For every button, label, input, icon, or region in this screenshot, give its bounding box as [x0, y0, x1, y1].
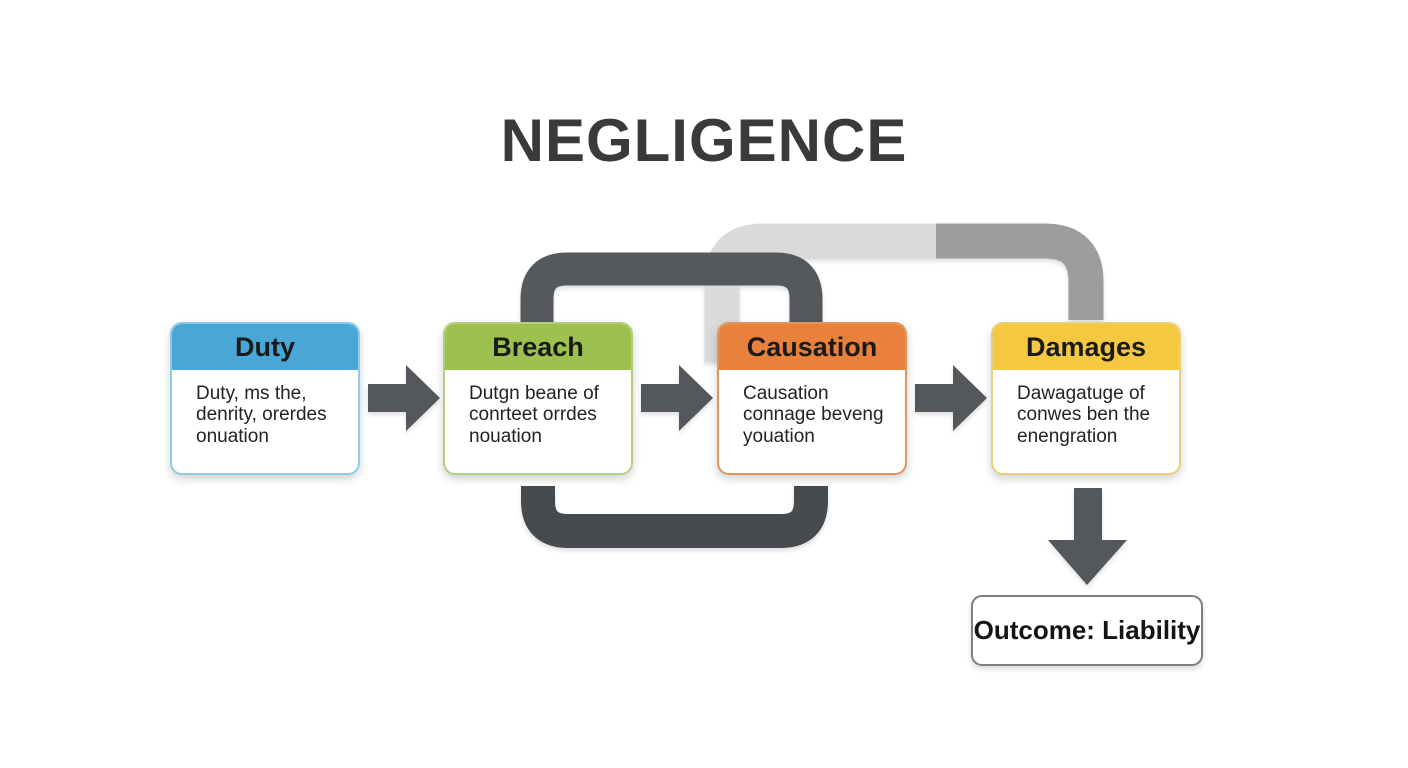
stage-body-causation: Causation connage beveng youation [743, 383, 884, 447]
stage-body-breach: Dutgn beane of conrteet orrdes nouation [469, 383, 599, 447]
stage-box-causation: Causation Causation connage beveng youat… [717, 322, 907, 475]
loop-top-medium-segment [936, 223, 1104, 320]
stage-header-breach: Breach [445, 324, 631, 370]
arrow-causation-to-damages-icon [915, 365, 987, 431]
stage-box-breach: Breach Dutgn beane of conrteet orrdes no… [443, 322, 633, 475]
stage-box-damages: Damages Dawagatuge of conwes ben the ene… [991, 322, 1181, 475]
loop-breach-causation-bottom [521, 486, 828, 548]
diagram-title: NEGLIGENCE [500, 107, 908, 174]
stage-header-duty: Duty [172, 324, 358, 370]
arrow-breach-to-causation-icon [641, 365, 713, 431]
stage-box-duty: Duty Duty, ms the, denrity, orerdes onua… [170, 322, 360, 475]
stage-header-damages: Damages [993, 324, 1179, 370]
arrow-duty-to-breach-icon [368, 365, 440, 431]
loop-breach-causation-top [520, 252, 823, 330]
arrow-damages-to-outcome-icon [1048, 488, 1127, 585]
stage-body-damages: Dawagatuge of conwes ben the enengration [1017, 383, 1151, 447]
outcome-box: Outcome: Liability [971, 595, 1203, 666]
stage-body-duty: Duty, ms the, denrity, orerdes onuation [196, 383, 327, 447]
stage-header-causation: Causation [719, 324, 905, 370]
